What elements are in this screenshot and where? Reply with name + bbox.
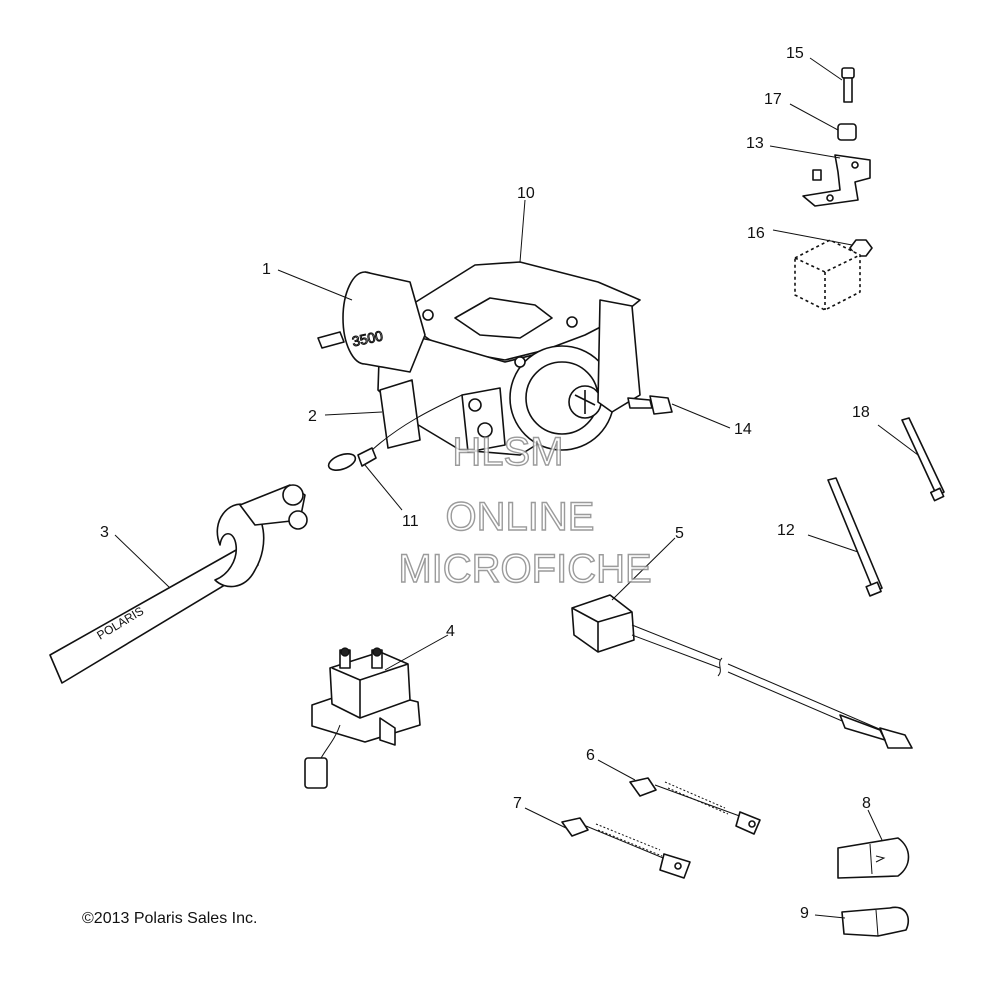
callout-10: 10: [517, 185, 535, 202]
winch-assembly: 3500: [317, 261, 641, 456]
reference-box: [794, 239, 861, 311]
cable-6-part: [629, 777, 761, 835]
callout-7: 7: [513, 795, 522, 812]
watermark-line-2: ONLINE: [446, 495, 595, 539]
callout-9: 9: [800, 905, 809, 922]
boot-9-part: [841, 906, 910, 937]
watermark-line-3: MICROFICHE: [398, 547, 651, 591]
watermark-line-1: HLSM: [452, 430, 563, 474]
callout-14: 14: [734, 421, 752, 438]
bolt-14-part: [627, 395, 673, 415]
callout-3: 3: [100, 524, 109, 541]
watermark: HLSM ONLINE MICROFICHE: [398, 429, 653, 591]
bracket-13-part: [802, 154, 871, 207]
callout-15: 15: [786, 45, 804, 62]
strap-hook-part: POLARIS: [49, 484, 308, 684]
spacer-17-part: [837, 123, 857, 141]
rod-12-part: [827, 477, 883, 597]
callout-6: 6: [586, 747, 595, 764]
callout-18: 18: [852, 404, 870, 421]
callout-labels: 1 2 3 4 5 6 7 8 9 10 11 12 13 14 15 16 1…: [100, 45, 871, 922]
rod-18-part: [901, 417, 945, 502]
callout-8: 8: [862, 795, 871, 812]
boot-8-part: [837, 837, 910, 879]
callout-17: 17: [764, 91, 782, 108]
callout-12: 12: [777, 522, 795, 539]
cable-7-part: [561, 817, 691, 879]
cable-part: [327, 394, 463, 471]
contactor-part: [304, 647, 421, 789]
winch-model-label: 3500: [351, 327, 385, 349]
harness-part: [571, 594, 913, 749]
callout-13: 13: [746, 135, 764, 152]
bolt-15-part: [841, 67, 855, 103]
callout-2: 2: [308, 408, 317, 425]
copyright-text: ©2013 Polaris Sales Inc.: [82, 910, 257, 927]
leader-lines: [114, 57, 919, 919]
callout-11: 11: [402, 513, 419, 530]
callout-5: 5: [675, 525, 684, 542]
callout-4: 4: [446, 623, 455, 640]
callout-16: 16: [747, 225, 765, 242]
callout-1: 1: [262, 261, 271, 278]
